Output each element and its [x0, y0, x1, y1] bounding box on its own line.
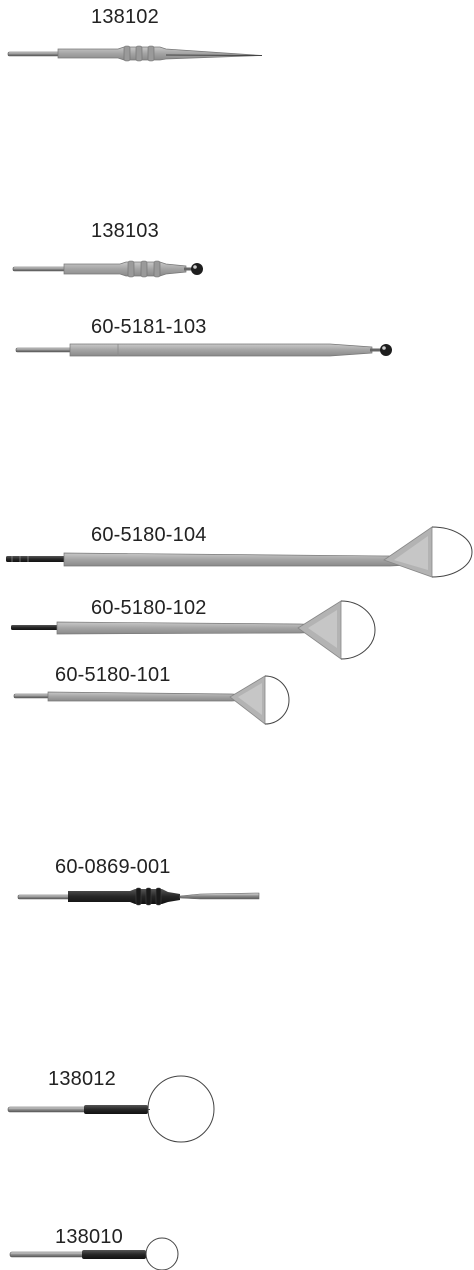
blade-electrode-large-image — [6, 526, 473, 578]
product-label: 138010 — [55, 1226, 123, 1248]
blade-electrode-medium-image — [11, 600, 376, 660]
flat-blade-electrode-image — [17, 887, 260, 906]
blade-electrode-small-image — [13, 675, 290, 725]
product-label: 138012 — [48, 1068, 116, 1090]
product-label: 60-5181-103 — [91, 316, 207, 338]
product-label: 60-5180-101 — [55, 664, 171, 686]
product-label: 138103 — [91, 220, 159, 242]
needle-electrode-image — [7, 45, 263, 62]
product-label: 60-5180-102 — [91, 597, 207, 619]
product-label: 138102 — [91, 6, 159, 28]
ball-electrode-long-image — [15, 343, 392, 357]
product-label: 60-5180-104 — [91, 524, 207, 546]
ball-electrode-short-image — [12, 260, 203, 278]
product-label: 60-0869-001 — [55, 856, 171, 878]
loop-electrode-large-image — [7, 1075, 215, 1143]
